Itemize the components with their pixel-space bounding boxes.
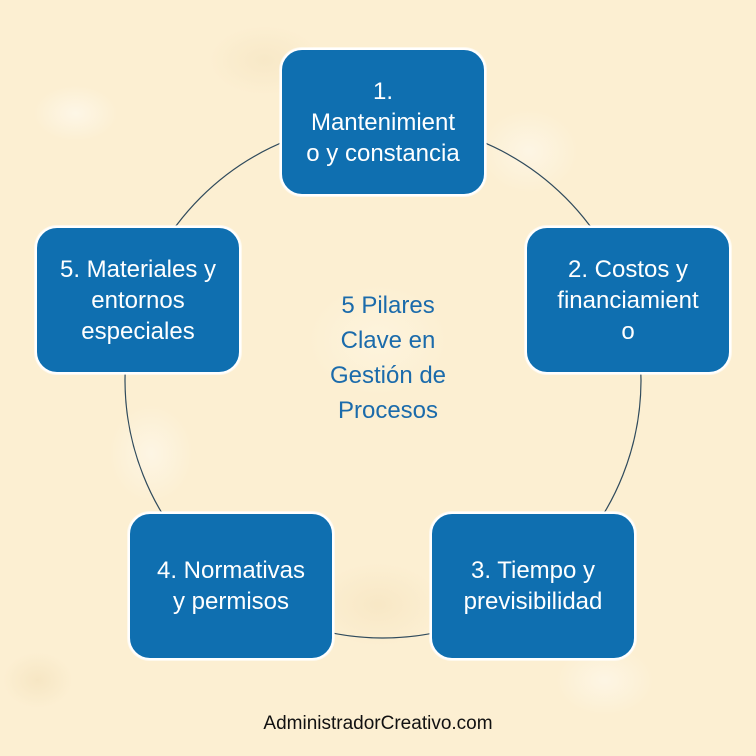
pillar-1-label: 1. Mantenimient o y constancia bbox=[306, 77, 460, 167]
pillar-3-box: 3. Tiempo y previsibilidad bbox=[430, 512, 636, 660]
pillar-1-box: 1. Mantenimient o y constancia bbox=[280, 48, 486, 196]
pillar-2-box: 2. Costos y financiamient o bbox=[525, 226, 731, 374]
footer-credit: AdministradorCreativo.com bbox=[263, 713, 493, 734]
pillar-5-box: 5. Materiales y entornos especiales bbox=[35, 226, 241, 374]
center-title: 5 Pilares Clave en Gestión de Procesos bbox=[329, 292, 447, 424]
pillar-2-label: 2. Costos y financiamient o bbox=[557, 255, 699, 345]
pillar-4-label: 4. Normativas y permisos bbox=[156, 557, 306, 615]
pillar-3-label: 3. Tiempo y previsibilidad bbox=[463, 557, 603, 615]
pillar-4-box: 4. Normativas y permisos bbox=[128, 512, 334, 660]
pillar-5-label: 5. Materiales y entornos especiales bbox=[59, 255, 217, 345]
